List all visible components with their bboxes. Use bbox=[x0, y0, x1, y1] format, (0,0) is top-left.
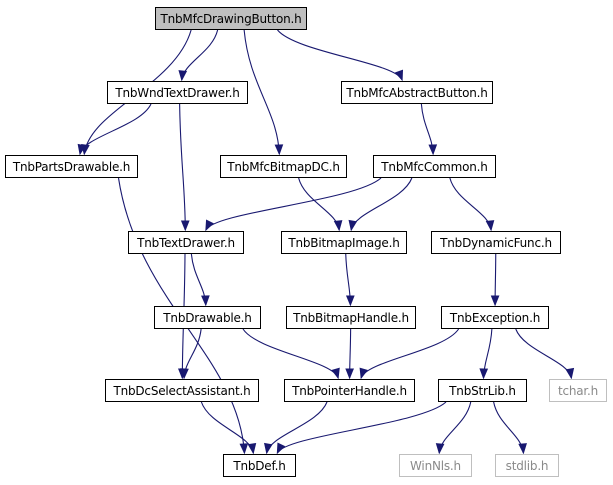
arrowhead-abstractbutton bbox=[394, 69, 404, 82]
edge-mfccommon-to-textdrawer bbox=[205, 177, 382, 231]
edge-drawingbutton-to-abstractbutton bbox=[277, 29, 403, 81]
arrowhead-exception bbox=[490, 295, 500, 307]
node-tnbbitmapimage[interactable]: TnbBitmapImage.h bbox=[281, 231, 407, 254]
node-tnbdef[interactable]: TnbDef.h bbox=[223, 454, 296, 477]
edge-strlib-to-winnls bbox=[438, 401, 472, 454]
node-tnbmfccommon[interactable]: TnbMfcCommon.h bbox=[373, 155, 496, 178]
node-tchar: tchar.h bbox=[549, 379, 607, 402]
edge-drawable-to-pointerhandle bbox=[242, 328, 339, 379]
arrowhead-winnls bbox=[435, 443, 445, 455]
edge-wndtextdrawer-to-textdrawer bbox=[179, 103, 186, 231]
edge-drawingbutton-to-bitmapdc bbox=[243, 29, 280, 155]
node-tnbmfcbitmapdc[interactable]: TnbMfcBitmapDC.h bbox=[220, 155, 347, 178]
node-tnbtextdrawer[interactable]: TnbTextDrawer.h bbox=[128, 231, 244, 254]
arrowhead-def bbox=[264, 442, 273, 455]
node-tnbmfcabstractbutton[interactable]: TnbMfcAbstractButton.h bbox=[341, 81, 493, 104]
arrowhead-def bbox=[247, 442, 257, 455]
node-tnbwndtextdrawer[interactable]: TnbWndTextDrawer.h bbox=[107, 81, 248, 104]
arrowhead-stdlib bbox=[518, 443, 527, 455]
arrowhead-def bbox=[239, 443, 249, 455]
edge-pointerhandle-to-def bbox=[266, 401, 328, 454]
arrowhead-pointerhandle bbox=[345, 368, 354, 380]
node-tnbdrawable[interactable]: TnbDrawable.h bbox=[154, 306, 261, 329]
edge-bitmapdc-to-bitmapimage bbox=[298, 177, 340, 231]
arrowhead-partsdrawable bbox=[77, 143, 87, 156]
edge-strlib-to-stdlib bbox=[493, 401, 524, 454]
node-tnbpartsdrawable[interactable]: TnbPartsDrawable.h bbox=[5, 155, 138, 178]
node-tnbbitmaphandle[interactable]: TnbBitmapHandle.h bbox=[286, 306, 416, 329]
arrowhead-pointerhandle bbox=[359, 367, 368, 380]
node-tnbpointerhandle[interactable]: TnbPointerHandle.h bbox=[284, 379, 415, 402]
arrowhead-def bbox=[276, 442, 286, 455]
arrowhead-textdrawer bbox=[180, 220, 190, 232]
node-tnbmfcdrawingbutton: TnbMfcDrawingButton.h bbox=[155, 7, 307, 30]
arrowhead-dcselect bbox=[180, 368, 189, 380]
arrowhead-strlib bbox=[479, 368, 489, 380]
node-tnbdynamicfunc[interactable]: TnbDynamicFunc.h bbox=[431, 231, 561, 254]
arrowhead-drawable bbox=[201, 295, 210, 307]
arrowhead-bitmaphandle bbox=[345, 295, 355, 307]
edge-strlib-to-def bbox=[276, 401, 447, 454]
arrowhead-bitmapimage bbox=[348, 219, 358, 232]
node-tnbexception[interactable]: TnbException.h bbox=[441, 306, 549, 329]
edge-drawingbutton-to-wndtextdrawer bbox=[181, 29, 219, 81]
arrowhead-dynamicfunc bbox=[485, 220, 495, 232]
node-tnbstrlib[interactable]: TnbStrLib.h bbox=[438, 379, 527, 402]
arrowhead-wndtextdrawer bbox=[178, 70, 188, 82]
edge-exception-to-pointerhandle bbox=[360, 328, 460, 379]
node-winnls: WinNls.h bbox=[399, 454, 472, 477]
arrowhead-bitmapdc bbox=[274, 144, 284, 156]
edge-mfccommon-to-dynamicfunc bbox=[449, 177, 492, 231]
arrowhead-tchar bbox=[565, 367, 575, 380]
node-stdlib: stdlib.h bbox=[495, 454, 559, 477]
edge-exception-to-tchar bbox=[515, 328, 572, 379]
arrowhead-textdrawer bbox=[205, 219, 214, 232]
node-tnbdcselectassistant[interactable]: TnbDcSelectAssistant.h bbox=[105, 379, 259, 402]
arrowhead-mfccommon bbox=[428, 144, 438, 156]
edge-mfccommon-to-bitmapimage bbox=[350, 177, 413, 231]
arrowhead-bitmapimage bbox=[333, 220, 343, 232]
arrowhead-pointerhandle bbox=[331, 367, 340, 380]
